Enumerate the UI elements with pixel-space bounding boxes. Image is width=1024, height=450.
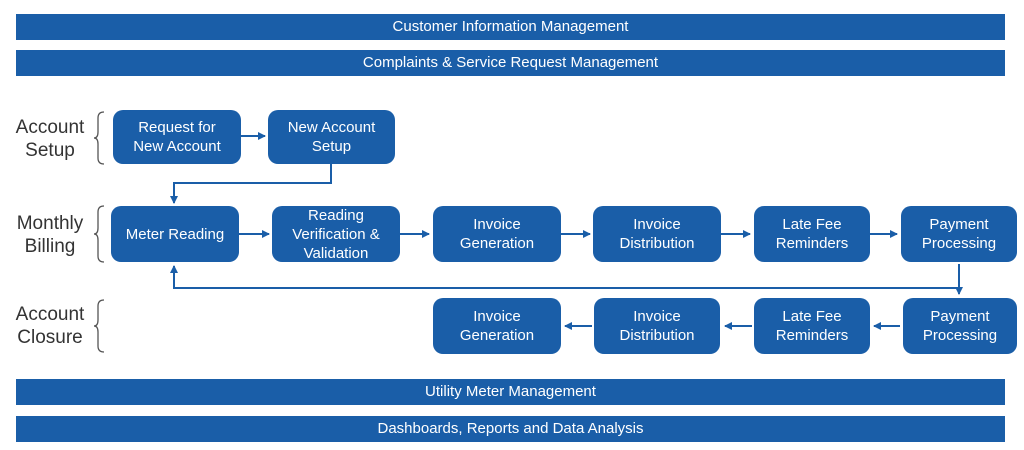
node-closure-invoice-distribution[interactable]: Invoice Distribution <box>594 298 720 354</box>
node-closure-invoice-generation[interactable]: Invoice Generation <box>433 298 561 354</box>
row-label-account-closure: Account Closure <box>15 304 85 348</box>
node-invoice-distribution[interactable]: Invoice Distribution <box>593 206 721 262</box>
node-closure-payment-processing[interactable]: Payment Processing <box>903 298 1017 354</box>
node-reading-verification-validation[interactable]: Reading Verification & Validation <box>272 206 400 262</box>
node-closure-late-fee-reminders[interactable]: Late Fee Reminders <box>754 298 870 354</box>
bracket-account-setup <box>93 111 105 165</box>
node-invoice-generation[interactable]: Invoice Generation <box>433 206 561 262</box>
node-late-fee-reminders[interactable]: Late Fee Reminders <box>754 206 870 262</box>
row-label-monthly-billing: Monthly Billing <box>16 213 84 257</box>
node-payment-processing[interactable]: Payment Processing <box>901 206 1017 262</box>
row-brackets <box>93 111 105 353</box>
arrow-setup-to-meter-reading <box>170 164 332 204</box>
band-dashboards-reports-data-analysis: Dashboards, Reports and Data Analysis <box>16 416 1005 442</box>
node-meter-reading[interactable]: Meter Reading <box>111 206 239 262</box>
bracket-monthly-billing <box>93 205 105 263</box>
node-request-for-new-account[interactable]: Request for New Account <box>113 110 241 164</box>
band-complaints-service-request-management: Complaints & Service Request Management <box>16 50 1005 76</box>
band-utility-meter-management: Utility Meter Management <box>16 379 1005 405</box>
bracket-account-closure <box>93 299 105 353</box>
arrow-loop-back-to-meter-reading <box>170 265 959 289</box>
row-label-account-setup: Account Setup <box>15 117 85 161</box>
node-new-account-setup[interactable]: New Account Setup <box>268 110 395 164</box>
band-customer-information-management: Customer Information Management <box>16 14 1005 40</box>
